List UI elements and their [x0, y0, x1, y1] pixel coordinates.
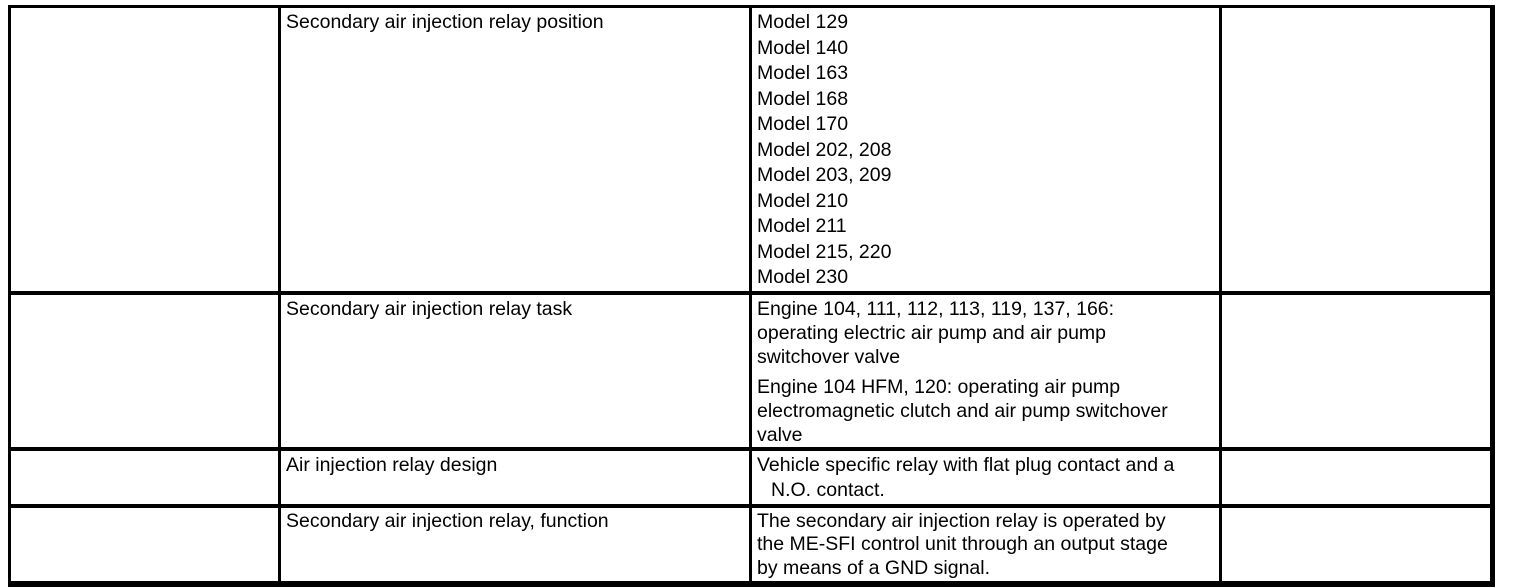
spec-value-line: the ME-SFI control unit through an outpu…	[757, 533, 1168, 555]
spacer-cell-right	[1219, 505, 1494, 584]
model-item: Model 140	[757, 36, 849, 59]
spec-label: Secondary air injection relay position	[286, 11, 604, 33]
model-item: Model 163	[757, 62, 849, 84]
spec-value-line: electromagnetic clutch and air pump swit…	[757, 399, 1168, 422]
spec-label: Secondary air injection relay task	[286, 297, 573, 320]
spec-value-cell: Engine 104, 111, 112, 113, 119, 137, 166…	[749, 292, 1222, 449]
spec-value-line: valve	[757, 423, 803, 446]
spacer-cell-left	[8, 448, 281, 506]
spec-value-cell: The secondary air injection relay is ope…	[749, 505, 1222, 584]
spec-value-line: N.O. contact.	[771, 478, 885, 501]
model-item: Model 211	[757, 215, 847, 237]
model-item: Model 202, 208	[757, 138, 892, 161]
spec-value-line: The secondary air injection relay is ope…	[757, 509, 1166, 532]
spec-label-cell: Secondary air injection relay, function	[278, 505, 752, 584]
table-row: Secondary air injection relay position M…	[8, 6, 1494, 293]
model-item: Model 170	[757, 113, 849, 135]
spacer-cell-left	[8, 505, 281, 584]
model-item: Model 129	[757, 11, 849, 33]
spacer-cell-left	[8, 292, 281, 449]
spec-label-cell: Air injection relay design	[278, 448, 752, 506]
spec-label: Secondary air injection relay, function	[286, 509, 609, 532]
value-paragraph: Engine 104, 111, 112, 113, 119, 137, 166…	[757, 297, 1219, 369]
spec-value-line: Vehicle specific relay with flat plug co…	[757, 453, 1175, 476]
spec-value-line: switchover valve	[757, 345, 901, 368]
model-item: Model 230	[757, 266, 849, 288]
model-item: Model 210	[757, 189, 849, 212]
spacer-cell-right	[1219, 448, 1494, 506]
spec-value-line: Engine 104, 111, 112, 113, 119, 137, 166…	[757, 297, 1115, 320]
spacer-cell-right	[1219, 6, 1494, 293]
spec-value-cell: Vehicle specific relay with flat plug co…	[749, 448, 1222, 506]
model-item: Model 168	[757, 87, 849, 110]
table-row: Air injection relay design Vehicle speci…	[8, 448, 1494, 506]
spec-value-cell: Model 129 Model 140 Model 163 Model 168 …	[749, 6, 1222, 293]
spec-label: Air injection relay design	[286, 453, 498, 476]
table-row: Secondary air injection relay, function …	[8, 505, 1494, 584]
spec-value-line: by means of a GND signal.	[757, 556, 991, 579]
spec-label-cell: Secondary air injection relay position	[278, 6, 752, 293]
model-item: Model 203, 209	[757, 164, 892, 186]
spec-label-cell: Secondary air injection relay task	[278, 292, 752, 449]
spec-value-line: Engine 104 HFM, 120: operating air pump	[757, 375, 1121, 398]
value-paragraph: Engine 104 HFM, 120: operating air pump …	[757, 375, 1219, 447]
model-item: Model 215, 220	[757, 240, 892, 263]
spacer-cell-left	[8, 6, 281, 293]
spec-value-line: operating electric air pump and air pump	[757, 321, 1107, 344]
spacer-cell-right	[1219, 292, 1494, 449]
table-row: Secondary air injection relay task Engin…	[8, 292, 1494, 449]
spec-table: Secondary air injection relay position M…	[8, 5, 1495, 587]
